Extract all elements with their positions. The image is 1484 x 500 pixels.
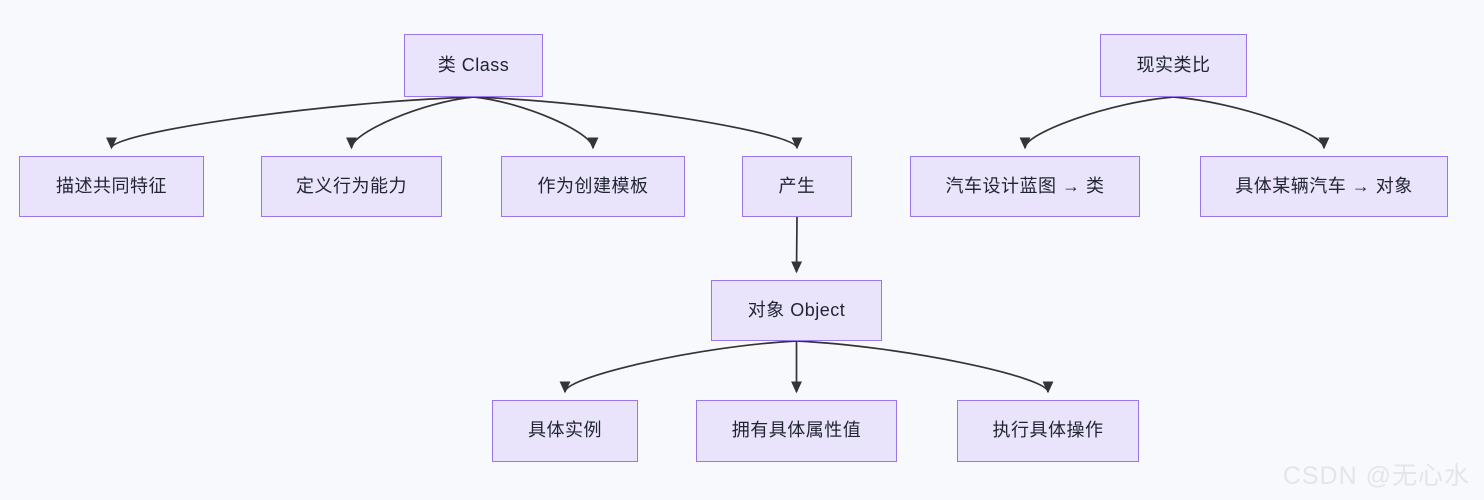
node-car[interactable]: 具体某辆汽车 → 对象 [1200,156,1448,217]
node-instance[interactable]: 具体实例 [492,400,638,462]
node-label-class: 类 Class [437,54,510,75]
node-label-template: 作为创建模板 [537,175,649,196]
node-label-desc: 描述共同特征 [56,175,167,196]
csdn-watermark: CSDN @无心水 [1282,462,1470,490]
node-analogy[interactable]: 现实类比 [1100,34,1247,97]
edge-class-to-behavior [346,96,474,150]
node-template[interactable]: 作为创建模板 [501,156,685,217]
edge-class-to-desc [106,96,474,150]
node-operations[interactable]: 执行具体操作 [957,400,1139,462]
node-label-analogy: 现实类比 [1136,54,1211,75]
node-label-instance: 具体实例 [528,420,602,441]
node-class[interactable]: 类 Class [404,34,543,97]
edge-object-to-instance [559,340,797,394]
edge-class-to-produce [473,96,803,150]
node-label-behavior: 定义行为能力 [296,175,407,196]
edge-object-to-operations [796,340,1054,394]
node-produce[interactable]: 产生 [742,156,852,217]
edge-analogy-to-car [1173,96,1330,150]
node-label-produce: 产生 [778,175,816,196]
edge-produce-to-object [791,216,803,274]
node-blueprint[interactable]: 汽车设计蓝图 → 类 [910,156,1140,217]
node-desc[interactable]: 描述共同特征 [19,156,204,217]
node-label-blueprint: 汽车设计蓝图 → 类 [945,175,1105,196]
node-object[interactable]: 对象 Object [711,280,882,341]
edge-analogy-to-blueprint [1019,96,1174,150]
node-attributes[interactable]: 拥有具体属性值 [696,400,897,462]
node-label-attributes: 拥有具体属性值 [731,420,862,441]
edge-class-to-template [473,96,599,150]
node-label-object: 对象 Object [747,299,846,320]
node-label-car: 具体某辆汽车 → 对象 [1235,175,1413,196]
node-label-operations: 执行具体操作 [992,420,1104,441]
node-behavior[interactable]: 定义行为能力 [261,156,442,217]
